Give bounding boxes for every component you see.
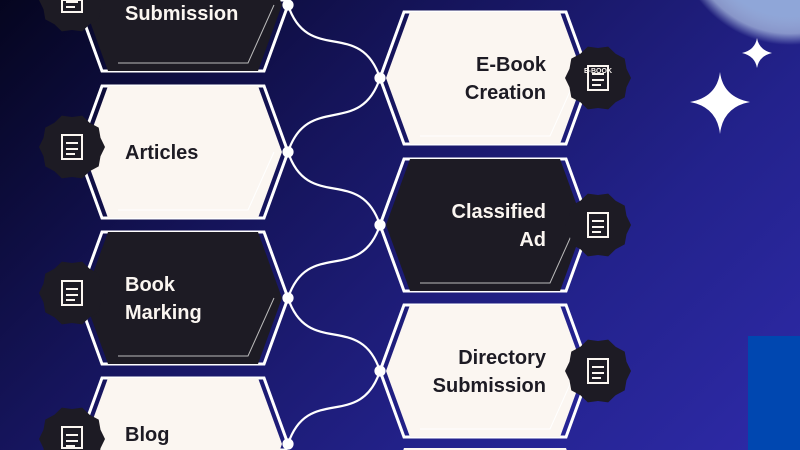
left-step-label: Blog — [125, 424, 169, 446]
hexagon-fill — [84, 232, 282, 364]
sparkle-small-icon — [742, 38, 772, 68]
connector-curve — [286, 151, 382, 226]
hexagon-fill — [386, 305, 584, 437]
hexagon-inner-line — [118, 151, 275, 211]
connector-curve — [286, 370, 382, 445]
chat-bubbles-icon — [39, 0, 105, 32]
left-step-label: Articles — [125, 142, 198, 164]
hexagon-inner-line — [118, 297, 275, 357]
left-step-label: Book — [125, 274, 176, 296]
right-step-label: Submission — [433, 375, 546, 397]
connector-curve — [286, 4, 382, 79]
bookmark-gear-icon — [39, 261, 105, 325]
hexagon-outline — [76, 0, 290, 73]
left-step-label: Submission — [125, 3, 238, 25]
hexagon-fill — [84, 86, 282, 218]
connector-curve — [286, 77, 382, 153]
article-icon — [39, 115, 105, 179]
right-step-label: Directory — [458, 347, 547, 369]
left-step-label: Marking — [125, 302, 202, 324]
hexagon-fill — [84, 378, 282, 450]
hexagon-fill — [386, 159, 584, 291]
right-step-label: Creation — [465, 82, 546, 104]
hexagon-outline — [76, 84, 290, 220]
right-step-label: E-Book — [476, 54, 547, 76]
ebook-icon: E-BOOK — [565, 46, 631, 110]
connector-curve — [286, 224, 382, 299]
right-step-label: Classified — [452, 201, 546, 223]
connector-curve — [286, 297, 382, 372]
hexagon-fill — [84, 0, 282, 71]
ebook-badge-text: E-BOOK — [584, 68, 612, 75]
left-step-4: Blog — [39, 376, 290, 450]
hexagon-fill — [386, 12, 584, 144]
hexagon-inner-line — [420, 370, 577, 430]
checklist-icon — [565, 339, 631, 403]
megaphone-icon — [565, 193, 631, 257]
hexagon-outline — [76, 230, 290, 366]
right-step-label: Ad — [519, 229, 546, 251]
blog-browser-icon — [39, 407, 105, 450]
hexagon-inner-line — [420, 224, 577, 284]
left-step-2: Articles — [39, 84, 290, 220]
hexagon-outline — [76, 376, 290, 450]
hexagon-inner-line — [420, 77, 577, 137]
sparkle-large-icon — [690, 72, 750, 134]
connector-lines — [282, 0, 386, 450]
left-step-1: Submission — [39, 0, 290, 73]
hexagon-inner-line — [118, 4, 275, 64]
blue-accent-block — [748, 336, 800, 450]
moon-decoration — [698, 0, 800, 45]
